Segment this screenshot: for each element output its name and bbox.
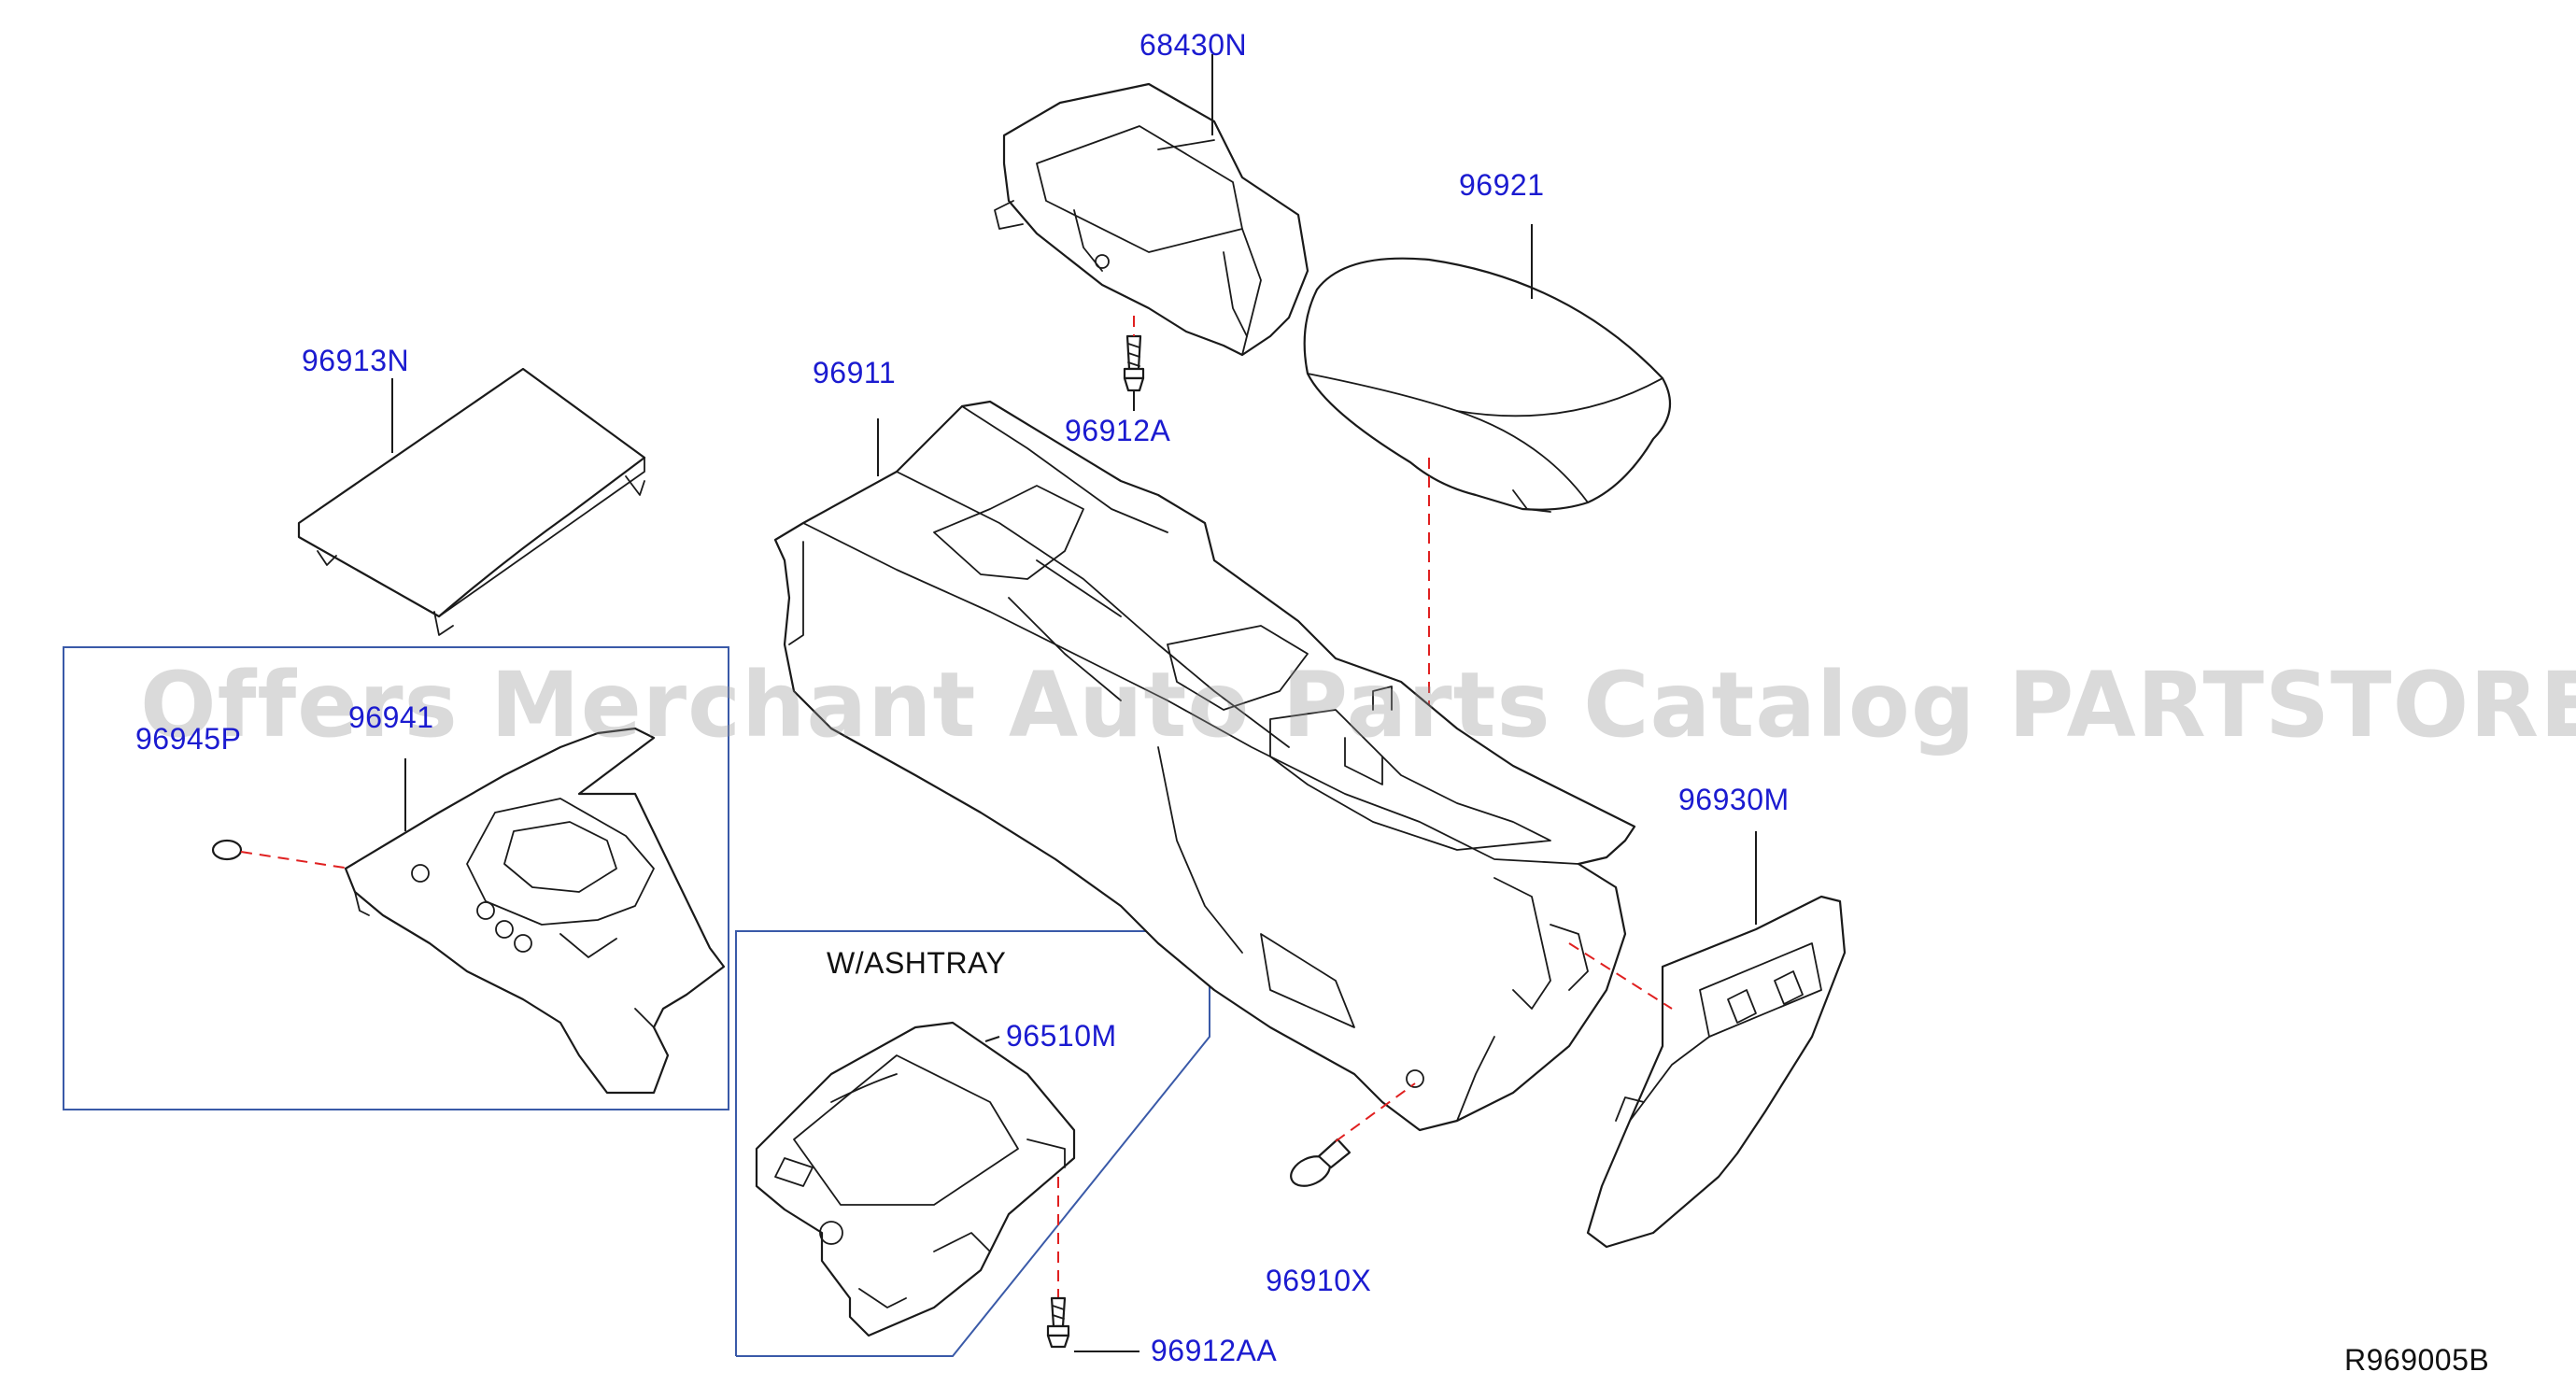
label-96941[interactable]: 96941 bbox=[348, 700, 434, 734]
part-96913N-cover-panel[interactable] bbox=[297, 367, 646, 636]
dash-96910X bbox=[1335, 1082, 1416, 1142]
part-96930M-rear-vent[interactable] bbox=[1586, 895, 1847, 1249]
label-96911[interactable]: 96911 bbox=[813, 356, 897, 389]
part-68430N-console-box[interactable] bbox=[994, 82, 1309, 357]
part-96921-armrest-lid[interactable] bbox=[1303, 257, 1672, 513]
part-96910X-clip[interactable] bbox=[1286, 1138, 1352, 1192]
label-96921[interactable]: 96921 bbox=[1459, 168, 1545, 202]
part-96912A-screw[interactable] bbox=[1123, 334, 1145, 392]
watermark: Offers Merchant Auto Parts Catalog PARTS… bbox=[140, 653, 2576, 757]
label-96910X[interactable]: 96910X bbox=[1266, 1264, 1372, 1297]
part-96911-console-body[interactable] bbox=[773, 400, 1636, 1132]
dash-96930M bbox=[1568, 942, 1673, 1010]
label-96912AA[interactable]: 96912AA bbox=[1151, 1334, 1278, 1367]
dash-96945P bbox=[240, 851, 412, 879]
diagram-code: R969005B bbox=[2344, 1343, 2490, 1377]
variant-note: W/ASHTRAY bbox=[827, 946, 1007, 980]
label-68430N[interactable]: 68430N bbox=[1139, 28, 1248, 62]
part-96912AA-screw[interactable] bbox=[1046, 1296, 1070, 1349]
label-96510M[interactable]: 96510M bbox=[1006, 1019, 1117, 1053]
leader-96510M bbox=[984, 1036, 1000, 1042]
label-96913N[interactable]: 96913N bbox=[302, 344, 410, 377]
part-96941-shifter-finisher[interactable] bbox=[344, 727, 726, 1095]
label-96945P[interactable]: 96945P bbox=[135, 722, 242, 756]
label-96912A[interactable]: 96912A bbox=[1065, 414, 1171, 447]
label-96930M[interactable]: 96930M bbox=[1678, 783, 1790, 816]
shifter-finisher-group-frame bbox=[63, 646, 729, 1110]
part-96510M-ashtray-box[interactable] bbox=[755, 1021, 1076, 1337]
part-96945P-plug[interactable] bbox=[211, 839, 243, 861]
